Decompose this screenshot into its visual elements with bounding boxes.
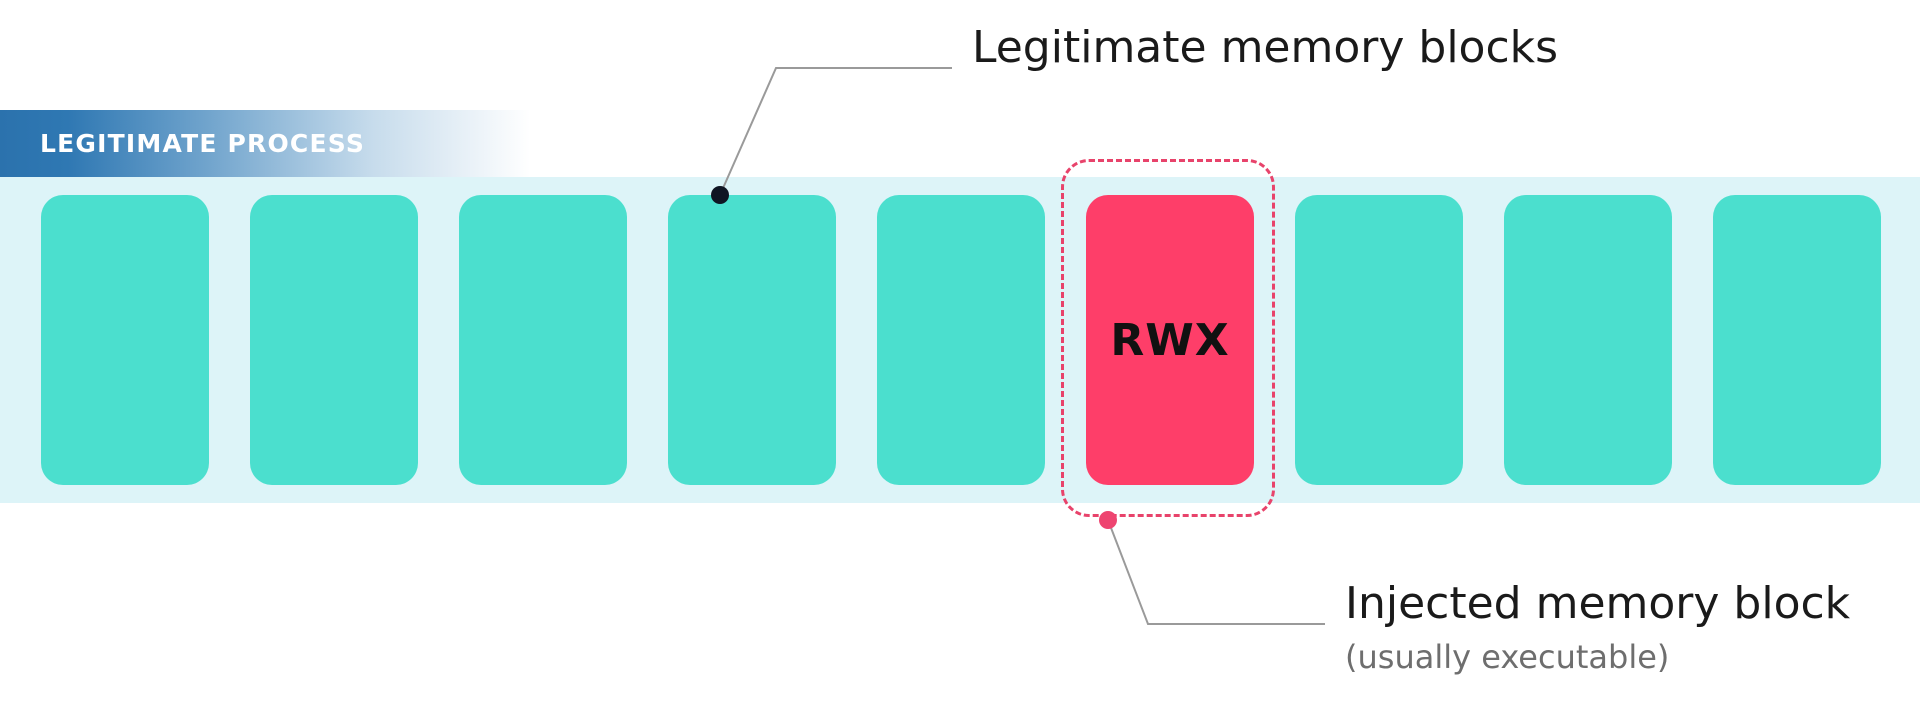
memory-block-8: [1504, 195, 1672, 485]
injected-callout-subtitle: (usually executable): [1345, 638, 1670, 676]
injected-memory-block: RWX: [1086, 195, 1254, 485]
process-label: LEGITIMATE PROCESS: [40, 129, 366, 158]
injected-callout-dot: [1099, 511, 1117, 529]
legitimate-callout-dot: [711, 186, 729, 204]
rwx-label: RWX: [1110, 314, 1230, 366]
memory-block-3: [459, 195, 627, 485]
memory-block-5: [877, 195, 1045, 485]
legitimate-callout-title: Legitimate memory blocks: [972, 22, 1559, 73]
injected-block-outline: [1061, 159, 1275, 517]
memory-block-2: [250, 195, 418, 485]
process-header: LEGITIMATE PROCESS: [0, 110, 680, 177]
legitimate-leader-line: [719, 67, 952, 196]
memory-block-1: [41, 195, 209, 485]
memory-block-9: [1713, 195, 1881, 485]
memory-block-7: [1295, 195, 1463, 485]
injected-leader-line: [1107, 519, 1325, 625]
injected-callout-title: Injected memory block: [1345, 578, 1851, 629]
memory-block-4: [668, 195, 836, 485]
